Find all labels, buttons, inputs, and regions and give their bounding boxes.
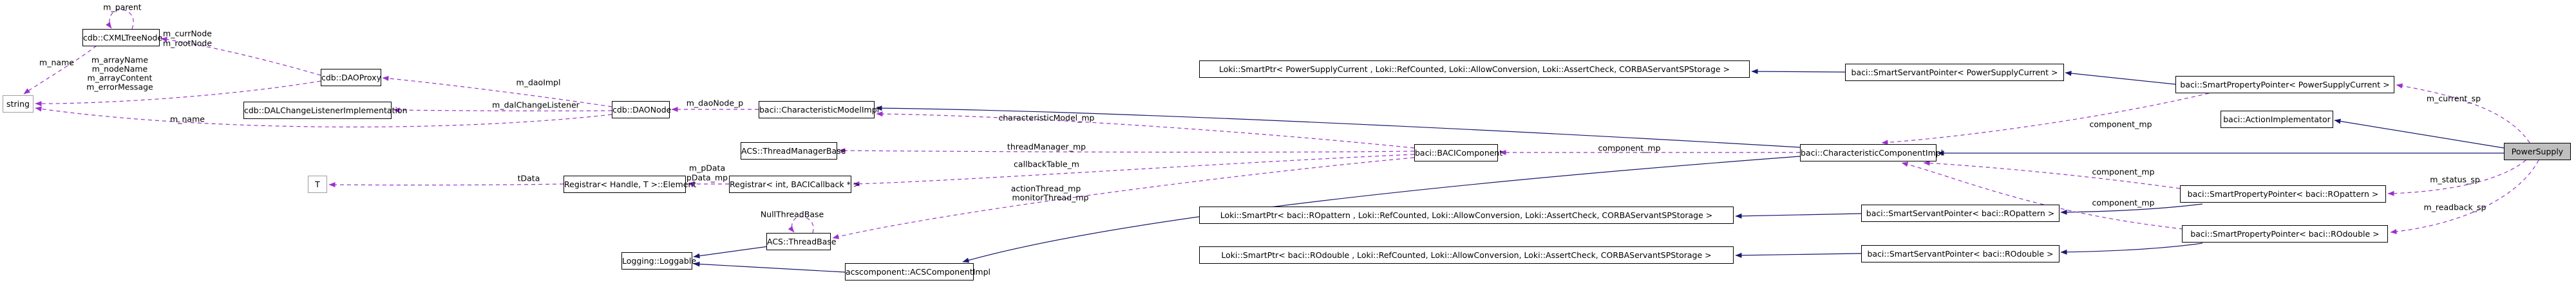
usage-edge-spp_ropattern-to-charcompimpl [1923,160,2181,189]
edge-label-m-daoimpl: m_daoImpl [516,77,561,87]
class-node-actionimpl[interactable]: baci::ActionImplementator [2221,111,2333,128]
edge-label-nullthreadbase: NullThreadBase [760,209,824,219]
edge-label-m-arrayname: m_arrayName [91,55,149,65]
class-node-dalchangelistener[interactable]: cdb::DALChangeListenerImplementation [243,102,408,119]
class-node-ssp_psc[interactable]: baci::SmartServantPointer< PowerSupplyCu… [1845,64,2064,81]
class-node-daoproxy[interactable]: cdb::DAOProxy [321,69,381,86]
usage-edge-powersupply-to-spp_rodouble [2390,160,2539,234]
edge-label-m-name: m_name [39,57,74,68]
edge-label-callbacktable-m: callbackTable_m [1014,159,1079,169]
edge-label-m-current-sp: m_current_sp [2426,93,2481,104]
usage-edge-spp_rodouble-to-charcompimpl [1901,161,2184,230]
inheritance-edge-ssp_psc-to-loki_psc [1751,69,1846,75]
edge-label-characteristicmodel-mp: characteristicModel_mp [998,113,1095,123]
edge-label-m-dalchangelistener: m_dalChangeListener [492,100,580,110]
class-node-charcompimpl[interactable]: baci::CharacteristicComponentImpl [1800,144,1943,161]
edge-label-threadmanager-mp: threadManager_mp [1007,142,1086,152]
class-node-string: string [3,95,33,113]
edge-label-component-mp: component_mp [2092,167,2155,177]
edge-label-m-daonode-p: m_daoNode_p [686,98,744,108]
class-node-bacicomponent[interactable]: baci::BACIComponent [1414,144,1502,161]
inheritance-edge-spp_rodouble-to-ssp_rodouble [2060,243,2203,255]
class-node-daonode[interactable]: cdb::DAONode [612,101,671,118]
inheritance-edge-charcompimpl-to-acscomponentimpl [962,156,1801,263]
inheritance-edge-ssp_ropattern-to-loki_ropattern [1735,213,1862,219]
usage-edge-powersupply-to-spp_psc [2396,83,2530,143]
edge-label-m-arraycontent: m_arrayContent [87,73,153,83]
usage-edge-daonode-to-daoproxy [382,75,612,107]
edge-label-m-status-sp: m_status_sp [2430,174,2480,185]
class-node-spp_rodouble[interactable]: baci::SmartPropertyPointer< baci::ROdoub… [2182,225,2388,243]
class-node-spp_ropattern[interactable]: baci::SmartPropertyPointer< baci::ROpatt… [2180,185,2386,203]
edge-label-m-pdata: m_pData [688,163,726,173]
class-node-loki_psc[interactable]: Loki::SmartPtr< PowerSupplyCurrent , Lok… [1199,60,1750,78]
inheritance-edge-threadbase-to-loggable [693,246,769,259]
edge-label-m-currnode: m_currNode [163,28,212,39]
usage-edge-daonode-to-string [35,106,612,127]
class-node-acscomponentimpl[interactable]: acscomponent::ACSComponentImpl [845,263,990,280]
inheritance-edge-charcompimpl-to-charmodelimpl [875,106,1801,148]
class-node-cxmltreenode[interactable]: cdb::CXMLTreeNode [82,29,162,46]
class-node-registrar_element[interactable]: Registrar< Handle, T >::Element [564,176,696,193]
edge-label-m-rootnode: m_rootNode [162,38,213,48]
edge-label-m-readback-sp: m_readback_sp [2423,202,2486,212]
edge-label-m-nodename: m_nodeName [91,64,148,74]
usage-edge-bacicomponent-to-registrar_int [853,154,1415,187]
edge-label-m-name: m_name [170,114,205,124]
usage-edge-threadbase-to-threadbase [788,216,814,234]
class-node-loggable[interactable]: Logging::Loggable [621,252,696,270]
edge-label-m-parent: m_parent [103,2,142,12]
class-node-registrar_int[interactable]: Registrar< int, BACICallback * > [729,176,860,193]
usage-edge-powersupply-to-spp_ropattern [2387,160,2526,196]
edge-label-tdata: tData [517,173,540,183]
edge-label-actionthread-mp: actionThread_mp [1010,183,1081,194]
edge-label-m-errormessage: m_errorMessage [86,82,153,92]
edge-label-component-mp: component_mp [2092,198,2155,208]
inheritance-edge-spp_psc-to-ssp_psc [2065,71,2176,85]
class-node-charmodelimpl[interactable]: baci::CharacteristicModelImpl [759,101,879,118]
usage-edge-spp_psc-to-charcompimpl [1881,93,2210,145]
usage-edge-daonode-to-dalchangelistener [393,107,612,113]
class-node-t: T [308,176,327,193]
class-node-powersupply: PowerSupply [2504,143,2571,160]
inheritance-edge-acscomponentimpl-to-loggable [693,261,846,273]
class-node-ssp_rodouble[interactable]: baci::SmartServantPointer< baci::ROdoubl… [1861,245,2060,262]
edge-label-pdata-mp: pData_mp [686,172,728,183]
class-node-ssp_ropattern[interactable]: baci::SmartServantPointer< baci::ROpatte… [1861,205,2060,222]
edge-label-monitorthread-mp: monitorThread_mp [1012,192,1089,203]
class-node-loki_ropattern[interactable]: Loki::SmartPtr< baci::ROpattern , Loki::… [1199,207,1734,224]
usage-edge-bacicomponent-to-threadbase [832,157,1415,239]
edge-label-component-mp: component_mp [2089,119,2152,129]
usage-edge-cxmltreenode-to-string [23,45,97,95]
usage-edge-bacicomponent-to-charmodelimpl [876,111,1415,149]
usage-edge-bacicomponent-to-threadmanagerbase [838,148,1415,154]
class-node-threadbase[interactable]: ACS::ThreadBase [766,233,837,250]
usage-edge-cxmltreenode-to-cxmltreenode [106,9,134,30]
class-node-loki_rodouble[interactable]: Loki::SmartPtr< baci::ROdouble , Loki::R… [1199,246,1734,264]
usage-edge-daoproxy-to-string [35,80,321,107]
usage-edge-registrar_element-to-t [328,182,564,188]
class-node-threadmanagerbase[interactable]: ACS::ThreadManagerBase [741,142,846,160]
class-node-spp_psc[interactable]: baci::SmartPropertyPointer< PowerSupplyC… [2175,76,2394,93]
edge-label-component-mp: component_mp [1598,143,1661,153]
inheritance-edge-ssp_rodouble-to-loki_rodouble [1735,252,1862,258]
inheritance-edge-powersupply-to-actionimpl [2334,118,2505,149]
